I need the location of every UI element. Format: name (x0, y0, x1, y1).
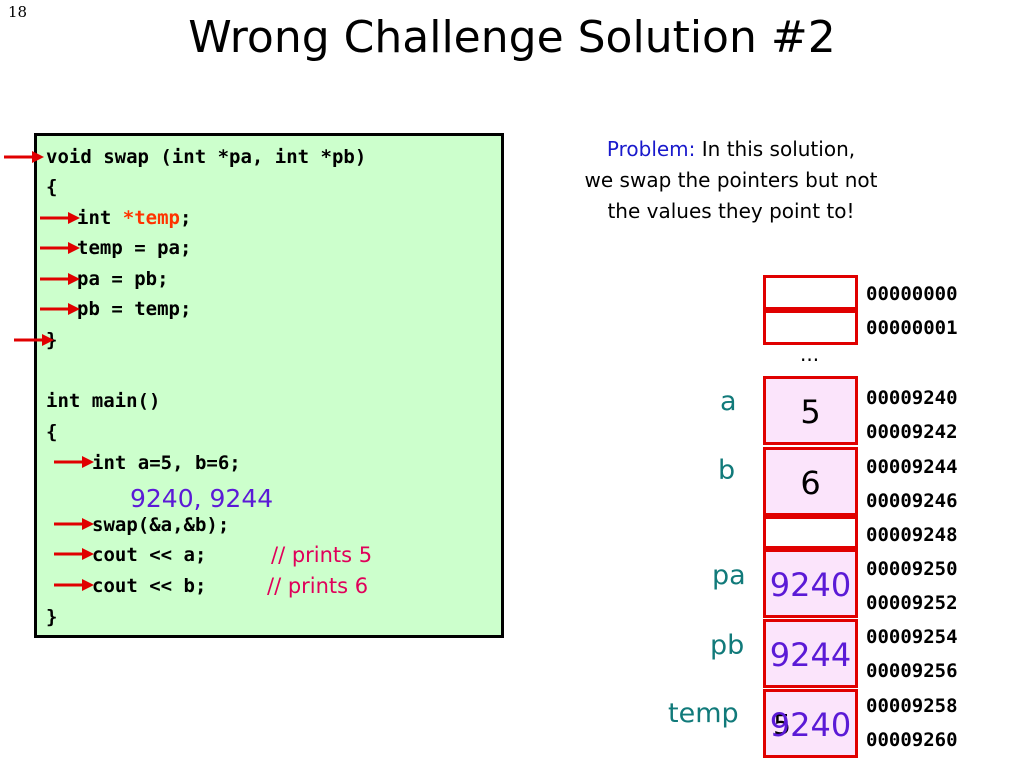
memory-cell-b: 6 (763, 447, 858, 516)
code-line-cout-a: cout << a; (92, 544, 207, 566)
memory-ellipsis: ... (800, 342, 820, 366)
code-line-main-close-brace: } (46, 606, 58, 628)
memory-cell-a: 5 (763, 376, 858, 445)
memory-address: 00009252 (866, 592, 958, 614)
code-line-open-brace: { (46, 176, 58, 198)
code-line-temp-decl: int *temp; (77, 203, 191, 233)
memory-cell-pb: 9244 (763, 619, 858, 688)
problem-statement: Problem: In this solution, we swap the p… (548, 134, 914, 227)
cell-pa-value: 9240 (769, 566, 852, 604)
variable-label-a: a (720, 386, 737, 417)
cell-temp-value: 9240 (769, 706, 852, 744)
arrow-right-icon (4, 150, 44, 164)
variable-label-temp: temp (668, 698, 739, 729)
memory-address: 00009240 (866, 387, 958, 409)
problem-line-3: the values they point to! (607, 199, 855, 223)
memory-cell-empty (763, 516, 858, 549)
memory-cell-pa: 9240 (763, 549, 858, 618)
memory-address: 00009254 (866, 626, 958, 648)
arrow-right-icon (40, 272, 80, 286)
arrow-right-icon (54, 455, 94, 469)
code-panel: void swap (int *pa, int *pb) { int *temp… (34, 133, 504, 638)
code-line-swap-call: swap(&a,&b); (92, 514, 230, 536)
problem-text-1: In this solution, (695, 137, 856, 161)
arrow-right-icon (54, 517, 94, 531)
arrow-right-icon (40, 241, 80, 255)
code-line-main: int main() (46, 390, 161, 412)
problem-label: Problem: (606, 137, 696, 161)
arrow-right-icon (40, 211, 80, 225)
memory-address: 00009258 (866, 695, 958, 717)
arrow-right-icon (14, 333, 54, 347)
code-line-temp-assign: temp = pa; (77, 237, 192, 259)
cell-b-value: 6 (800, 464, 821, 502)
slide-number: 18 (8, 3, 28, 21)
code-line-cout-b: cout << b; (92, 575, 207, 597)
arrow-right-icon (54, 547, 94, 561)
memory-address: 00009244 (866, 456, 958, 478)
memory-address: 00009250 (866, 558, 958, 580)
variable-label-b: b (718, 455, 736, 486)
comment-prints-5: // prints 5 (271, 543, 373, 567)
code-semicolon: ; (179, 207, 192, 229)
code-temp-highlight: *temp (122, 207, 180, 229)
variable-label-pa: pa (712, 560, 746, 591)
arrow-right-icon (40, 302, 80, 316)
variable-label-pb: pb (710, 630, 745, 661)
code-line-int-ab: int a=5, b=6; (92, 452, 241, 474)
code-int-keyword: int (77, 207, 123, 229)
memory-address: 00009260 (866, 729, 958, 751)
comment-prints-6: // prints 6 (267, 574, 369, 598)
arrow-right-icon (54, 578, 94, 592)
cell-temp-old-value: 5 (773, 708, 791, 741)
problem-line-2: we swap the pointers but not (584, 168, 878, 192)
memory-address: 00009246 (866, 490, 958, 512)
slide-title: Wrong Challenge Solution #2 (188, 12, 836, 63)
cell-a-value: 5 (800, 393, 821, 431)
code-line-pa-assign: pa = pb; (77, 268, 169, 290)
problem-line-1: Problem: In this solution, (548, 134, 914, 165)
address-annotation: 9240, 9244 (130, 484, 274, 513)
code-line-main-open-brace: { (46, 421, 58, 443)
memory-address: 00000000 (866, 283, 958, 305)
cell-pb-value: 9244 (769, 636, 852, 674)
memory-address: 00009242 (866, 421, 958, 443)
memory-address: 00000001 (866, 317, 958, 339)
code-line-swap-signature: void swap (int *pa, int *pb) (46, 146, 367, 168)
memory-address: 00009256 (866, 660, 958, 682)
memory-address: 00009248 (866, 524, 958, 546)
code-line-pb-assign: pb = temp; (77, 298, 192, 320)
memory-cell-temp: 5 9240 (763, 689, 858, 758)
memory-cell-empty (763, 310, 858, 345)
memory-cell-empty (763, 275, 858, 310)
